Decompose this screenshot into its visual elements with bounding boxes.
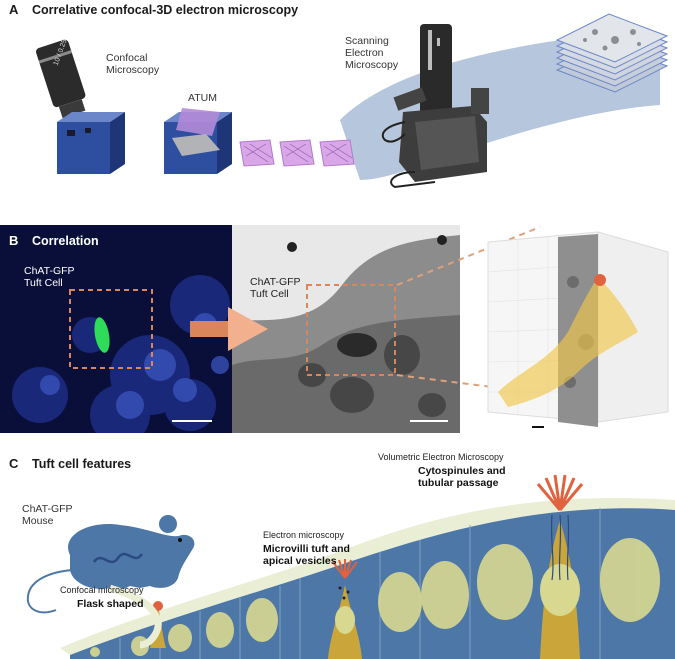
panel-c-title: Tuft cell features <box>32 457 132 471</box>
panel-c-letter: C <box>9 456 19 471</box>
zoom-lines <box>396 226 541 394</box>
3d-reconstruction <box>487 231 669 428</box>
em-method-label: Electron microscopy <box>263 530 345 540</box>
confocal-label: Confocal Microscopy <box>106 52 160 76</box>
mouse-label: ChAT-GFP Mouse <box>22 503 73 527</box>
em-correlation-image <box>232 225 460 433</box>
confocal-feature-label: Flask shaped <box>77 598 144 610</box>
panel-b-title: Correlation <box>32 234 99 248</box>
panel-a-letter: A <box>9 2 19 17</box>
section-ribbon <box>239 139 355 167</box>
vem-method-label: Volumetric Electron Microscopy <box>378 452 504 462</box>
atum-label: ATUM <box>188 92 217 104</box>
panel-a-title: Correlative confocal-3D electron microsc… <box>32 3 299 17</box>
correlation-arrow <box>190 307 268 351</box>
sem-instrument-icon <box>381 24 489 189</box>
atum-tissue-block <box>164 108 232 174</box>
mouse-icon <box>26 515 195 649</box>
em-feature-label: Microvilli tuft and apical vesicles <box>263 543 350 567</box>
em-cell-label: ChAT-GFP Tuft Cell <box>250 276 301 300</box>
sem-label: Scanning Electron Microscopy <box>345 35 399 71</box>
epithelium-illustration <box>60 474 675 659</box>
em-image-stack <box>555 13 669 93</box>
panel-b-letter: B <box>9 233 19 248</box>
confocal-tissue-block <box>57 112 125 174</box>
confocal-method-label: Confocal microscopy <box>60 585 144 595</box>
vem-feature-label: Cytospinules and tubular passage <box>418 465 506 489</box>
confocal-cell-label: ChAT-GFP Tuft Cell <box>24 265 75 289</box>
